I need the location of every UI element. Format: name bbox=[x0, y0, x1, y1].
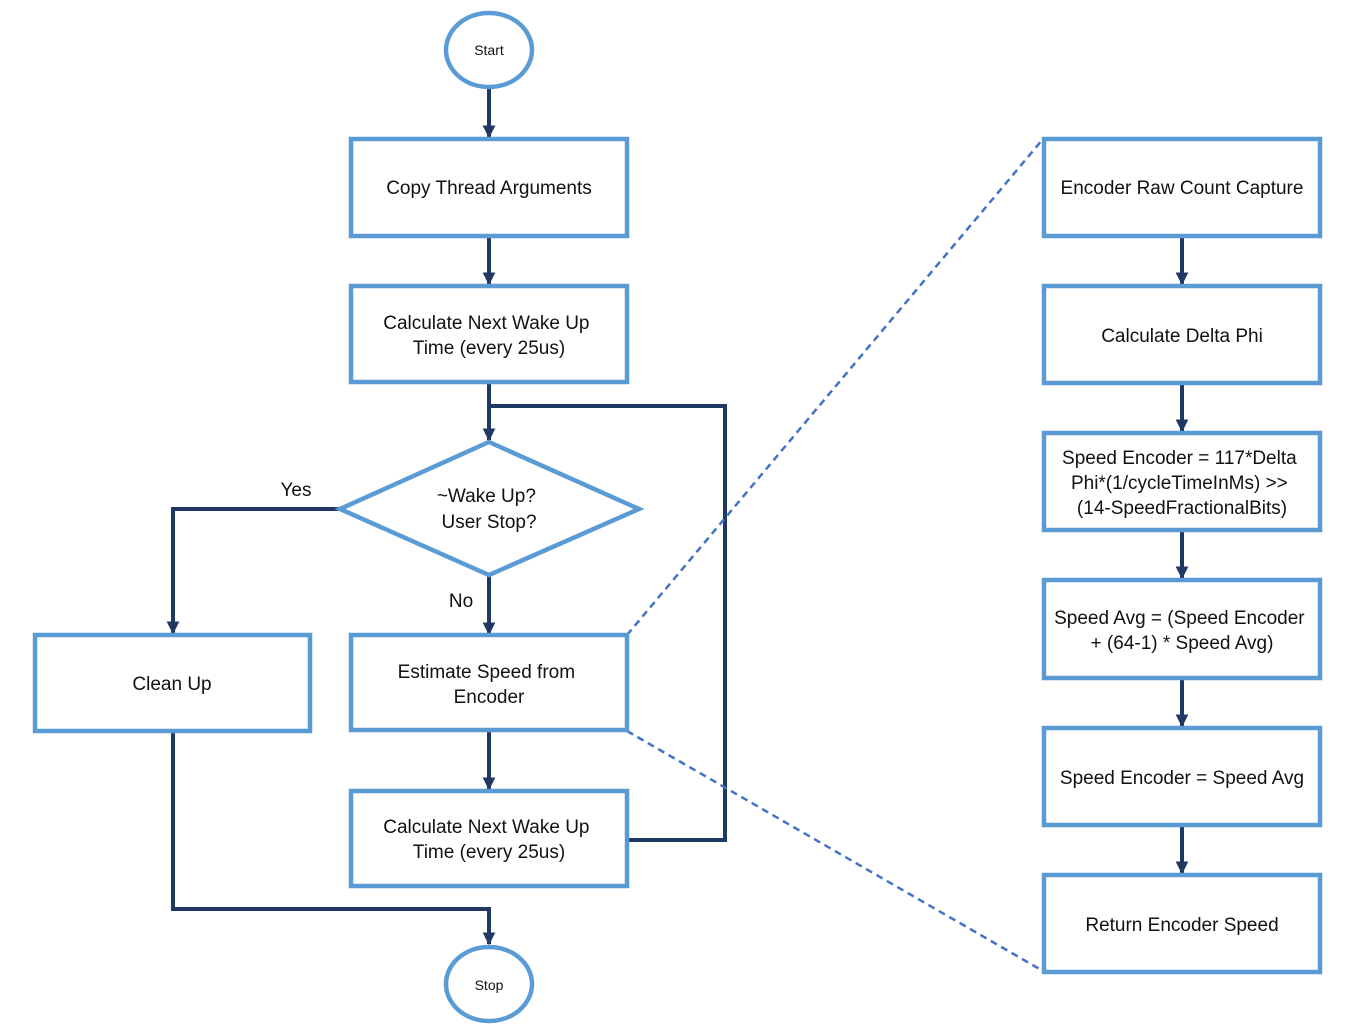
speed-encoder-formula-line-3: (14-SpeedFractionalBits) bbox=[1077, 498, 1287, 519]
zoom-line-bottom bbox=[626, 729, 1044, 973]
speed-assign-step: Speed Encoder = Speed Avg bbox=[1041, 725, 1323, 828]
copy-thread-arguments-step: Copy Thread Arguments bbox=[348, 136, 630, 239]
calculate-wake-up-label-1-line-2: Time (every 25us) bbox=[413, 338, 565, 359]
estimate-speed-step: Estimate Speed from Encoder bbox=[348, 632, 630, 733]
yes-branch-label: Yes bbox=[281, 480, 312, 501]
stop-terminal: Stop bbox=[443, 944, 535, 1024]
return-encoder-speed-step: Return Encoder Speed bbox=[1041, 872, 1323, 975]
speed-average-label-line-2: + (64-1) * Speed Avg) bbox=[1091, 633, 1274, 654]
calculate-wake-up-label-1: Calculate Next Wake Up Time (every 25us) bbox=[383, 313, 595, 359]
estimate-speed-label-line-1: Estimate Speed from bbox=[398, 662, 575, 683]
connector-cleanup-to-stop bbox=[171, 731, 496, 946]
calculate-wake-up-label-1-line-1: Calculate Next Wake Up bbox=[383, 313, 589, 334]
estimate-speed-label: Estimate Speed from Encoder bbox=[398, 662, 581, 708]
speed-encoder-formula-label: Speed Encoder = 117*Delta Phi*(1/cycleTi… bbox=[1062, 448, 1302, 519]
encoder-raw-count-label: Encoder Raw Count Capture bbox=[1061, 178, 1304, 199]
clean-up-step: Clean Up bbox=[32, 632, 313, 734]
decision-label-line-2: User Stop? bbox=[441, 512, 536, 533]
calculate-wake-up-step-1: Calculate Next Wake Up Time (every 25us) bbox=[348, 283, 630, 385]
calculate-delta-phi-label: Calculate Delta Phi bbox=[1101, 326, 1263, 347]
connector-loop-back bbox=[489, 404, 727, 842]
speed-average-label: Speed Avg = (Speed Encoder + (64-1) * Sp… bbox=[1054, 608, 1310, 654]
zoom-line-top bbox=[626, 138, 1044, 636]
decision-label-line-1: ~Wake Up? bbox=[437, 486, 536, 507]
speed-average-label-line-1: Speed Avg = (Speed Encoder bbox=[1054, 608, 1305, 629]
clean-up-label: Clean Up bbox=[132, 674, 211, 695]
start-label: Start bbox=[474, 42, 504, 58]
calculate-wake-up-label-2-line-2: Time (every 25us) bbox=[413, 842, 565, 863]
connector-decision-yes-to-cleanup bbox=[166, 507, 340, 635]
wake-up-decision: ~Wake Up? User Stop? bbox=[334, 439, 645, 578]
calculate-wake-up-label-2: Calculate Next Wake Up Time (every 25us) bbox=[383, 817, 595, 863]
copy-thread-arguments-label: Copy Thread Arguments bbox=[386, 178, 592, 199]
speed-average-step: Speed Avg = (Speed Encoder + (64-1) * Sp… bbox=[1041, 577, 1323, 681]
start-terminal: Start bbox=[443, 10, 535, 90]
encoder-raw-count-step: Encoder Raw Count Capture bbox=[1041, 136, 1323, 239]
return-encoder-speed-label: Return Encoder Speed bbox=[1085, 915, 1278, 936]
speed-encoder-formula-line-1: Speed Encoder = 117*Delta bbox=[1062, 448, 1297, 469]
speed-encoder-formula-step: Speed Encoder = 117*Delta Phi*(1/cycleTi… bbox=[1041, 430, 1323, 533]
no-branch-label: No bbox=[449, 591, 473, 612]
estimate-speed-label-line-2: Encoder bbox=[454, 687, 525, 708]
speed-encoder-formula-line-2: Phi*(1/cycleTimeInMs) >> bbox=[1071, 473, 1288, 494]
calculate-delta-phi-step: Calculate Delta Phi bbox=[1041, 283, 1323, 386]
calculate-wake-up-step-2: Calculate Next Wake Up Time (every 25us) bbox=[348, 788, 630, 889]
speed-assign-label: Speed Encoder = Speed Avg bbox=[1060, 768, 1304, 789]
stop-label: Stop bbox=[475, 977, 504, 993]
decision-label: ~Wake Up? User Stop? bbox=[437, 486, 541, 533]
calculate-wake-up-label-2-line-1: Calculate Next Wake Up bbox=[383, 817, 589, 838]
